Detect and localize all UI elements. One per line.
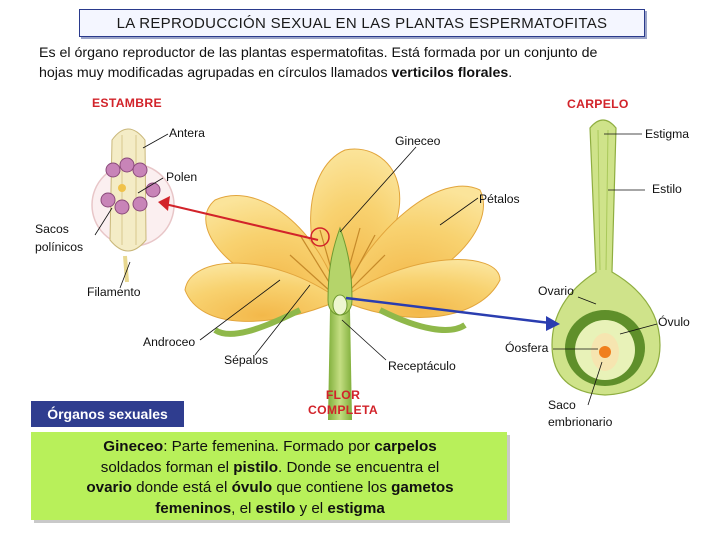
label-filamento: Filamento [87,285,141,299]
term-estigma: estigma [327,499,385,517]
label-antera: Antera [169,126,205,140]
text-segment: : Parte femenina. Formado por [163,438,375,455]
label-ovario: Ovario [538,284,574,298]
intro-paragraph: Es el órgano reproductor de las plantas … [39,43,699,83]
text-segment: , el [231,499,256,517]
term-ovulo: óvulo [231,479,273,496]
text-segment: donde está el [131,479,232,496]
label-ovulo: Óvulo [658,315,690,329]
term-ovario: ovario [86,479,132,496]
text-segment: . Donde se encuentra el [278,458,440,476]
carpel-heading: CARPELO [567,97,629,111]
text-segment: que contiene los [272,479,392,496]
label-estilo: Estilo [652,182,682,196]
label-petalos: Pétalos [479,192,520,206]
text-segment: y el [295,499,328,517]
label-oosfera: Óosfera [505,341,549,355]
label-androceo: Androceo [143,335,196,349]
complete-flower-heading: FLOR COMPLETA [300,388,386,418]
label-saco-2: embrionario [548,415,613,429]
carpel-illustration [551,119,661,396]
term-gineceo: Gineceo [103,438,164,455]
term-carpelos: carpelos [374,438,437,455]
sexual-organs-badge: Órganos sexuales [31,401,184,427]
label-receptaculo: Receptáculo [388,359,456,373]
stamen-heading: ESTAMBRE [92,96,162,110]
arrow-to-carpel [345,296,560,331]
flor-line2: COMPLETA [308,403,378,417]
label-saco-1: Saco [548,398,576,412]
label-estigma: Estigma [645,127,690,141]
term-femeninos: femeninos [155,499,232,517]
text-segment: soldados forman el [100,458,234,476]
intro-line2-pre: hojas muy modificadas agrupadas en círcu… [39,65,392,81]
label-polen: Polen [166,170,198,184]
page-title: LA REPRODUCCIÓN SEXUAL EN LAS PLANTAS ES… [79,9,645,37]
term-gametos: gametos [391,479,454,496]
term-pistilo: pistilo [233,458,278,476]
flower-illustration [184,148,501,420]
gyneceum-info-box [31,432,507,520]
label-sepalos: Sépalos [224,353,269,367]
intro-line2-post: . [508,65,513,81]
label-sacos-2: polínicos [35,240,84,254]
gyneceum-info-text: Gineceo: Parte femenina. Formado por car… [40,437,500,519]
term-estilo: estilo [255,499,296,517]
intro-bold-term: verticilos florales [391,65,509,81]
flor-line1: FLOR [325,388,361,402]
leader-lines [94,133,658,406]
stamen-illustration [91,128,175,283]
intro-line1: Es el órgano reproductor de las plantas … [39,45,598,61]
arrow-to-stamen [158,196,319,241]
label-gineceo: Gineceo [395,134,441,148]
label-sacos-1: Sacos [35,222,69,236]
